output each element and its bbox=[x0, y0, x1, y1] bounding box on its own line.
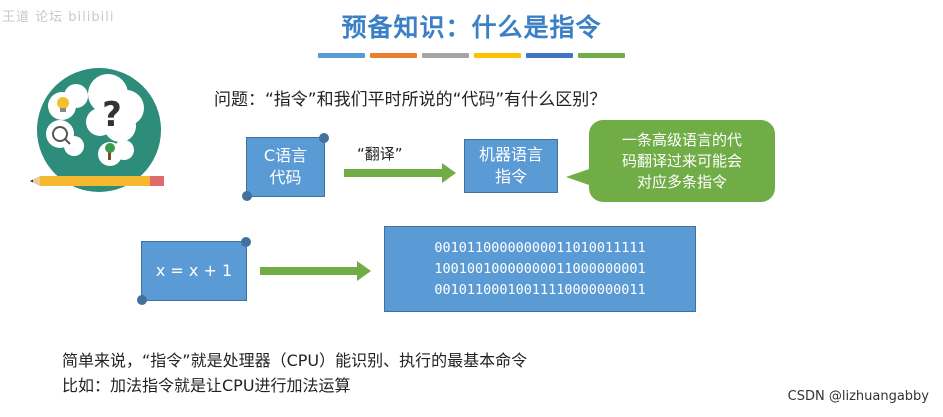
c-code-line2: 代码 bbox=[269, 168, 302, 187]
expression-box: x = x + 1 bbox=[137, 237, 251, 305]
svg-text:?: ? bbox=[102, 95, 122, 135]
arrow-head-icon bbox=[357, 261, 371, 281]
arrow-head-icon bbox=[442, 163, 456, 183]
binary-line: 00101100000000011010011111 bbox=[434, 239, 646, 256]
thinking-head-icon: ? bbox=[30, 68, 164, 192]
color-strip-segment bbox=[318, 53, 365, 58]
binary-line: 10010010000000011000000001 bbox=[434, 260, 646, 277]
color-strip-segment bbox=[474, 53, 521, 58]
page-title: 预备知识：什么是指令 bbox=[341, 13, 602, 42]
binary-box: 00101100000000011010011111 1001001000000… bbox=[384, 226, 696, 312]
watermark-top: 王道 论坛 bilibili bbox=[2, 10, 115, 25]
note-line1: 一条高级语言的代 bbox=[621, 130, 742, 149]
machine-line1: 机器语言 bbox=[478, 145, 543, 164]
question-text: 问题：“指令”和我们平时所说的“代码”有什么区别？ bbox=[214, 90, 607, 110]
machine-language-box: 机器语言 指令 bbox=[464, 139, 558, 193]
color-strip-segment bbox=[422, 53, 469, 58]
summary-line-2: 比如：加法指令就是让CPU进行加法运算 bbox=[62, 376, 351, 395]
c-code-box: C语言 代码 bbox=[242, 133, 329, 201]
color-strip-segment bbox=[370, 53, 417, 58]
note-line3: 对应多条指令 bbox=[636, 172, 727, 191]
summary-line-1: 简单来说，“指令”就是处理器（CPU）能识别、执行的最基本命令 bbox=[62, 351, 528, 370]
bubble-tail bbox=[566, 168, 592, 186]
machine-line2: 指令 bbox=[494, 167, 527, 186]
translate-label: “翻译” bbox=[357, 145, 403, 163]
color-strip-segment bbox=[578, 53, 625, 58]
green-arrow-icon bbox=[344, 169, 442, 177]
note-line2: 码翻译过来可能会 bbox=[621, 151, 742, 170]
c-code-line1: C语言 bbox=[263, 146, 308, 165]
note-bubble: 一条高级语言的代 码翻译过来可能会 对应多条指令 bbox=[589, 120, 775, 202]
green-arrow-icon bbox=[260, 267, 357, 275]
binary-line: 00101100010011110000000011 bbox=[434, 281, 646, 298]
watermark-bottom: CSDN @lizhuangabby bbox=[787, 389, 929, 404]
color-strip bbox=[318, 53, 625, 58]
color-strip-segment bbox=[526, 53, 573, 58]
